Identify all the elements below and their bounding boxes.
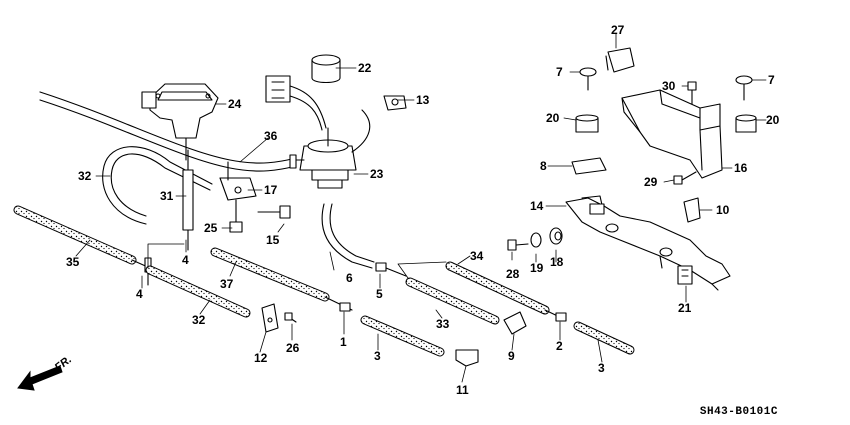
clip-10: [683, 197, 701, 223]
callout-11: 11: [456, 383, 469, 397]
grommet-18: [549, 227, 563, 245]
callout-4-upper: 4: [182, 253, 189, 267]
bracket-14: [565, 195, 731, 291]
bolt-25: [229, 199, 243, 233]
callout-21: 21: [678, 301, 692, 315]
callout-8: 8: [540, 159, 547, 173]
grommet-7-right: [735, 75, 753, 101]
mount-20-right: [735, 114, 757, 133]
bracket-16: [621, 89, 723, 179]
callout-3-middle: 3: [374, 349, 381, 363]
front-arrow-icon: [17, 365, 63, 391]
callout-19: 19: [530, 261, 544, 275]
callout-17: 17: [264, 183, 278, 197]
callout-36: 36: [264, 129, 278, 143]
tube-35: [13, 205, 137, 265]
clip-12: [261, 303, 279, 333]
callout-26: 26: [286, 341, 300, 355]
leader-lines: [75, 33, 767, 383]
washer-19: [530, 232, 542, 248]
callout-12: 12: [254, 351, 268, 365]
sensor-24: [141, 83, 219, 161]
callout-33: 33: [436, 317, 450, 331]
callout-31: 31: [160, 189, 174, 203]
clamp-11: [455, 349, 479, 367]
sensor-27: [605, 47, 635, 73]
tube-3-middle: [360, 315, 445, 357]
callout-32-upper: 32: [78, 169, 92, 183]
tube-3-right: [573, 321, 635, 355]
connector-31: [182, 149, 194, 251]
callout-34: 34: [470, 249, 484, 263]
block-21: [677, 265, 693, 285]
tube-33: [405, 277, 500, 325]
tube-34: [445, 261, 550, 315]
callout-7-right: 7: [768, 73, 775, 87]
callout-24: 24: [228, 97, 242, 111]
hose-32-upper: [102, 146, 213, 225]
tube-37: [210, 247, 330, 302]
callout-6: 6: [346, 271, 353, 285]
callout-1: 1: [340, 335, 347, 349]
callout-27: 27: [611, 23, 625, 37]
callout-14: 14: [530, 199, 544, 213]
callout-29: 29: [644, 175, 658, 189]
callout-20-right: 20: [766, 113, 780, 127]
cap-22: [311, 54, 341, 84]
callout-4-lower: 4: [136, 287, 143, 301]
connector-plug: [265, 75, 327, 131]
callout-9: 9: [508, 349, 515, 363]
callout-22: 22: [358, 61, 372, 75]
callout-3-right: 3: [598, 361, 605, 375]
callout-13: 13: [416, 93, 430, 107]
callout-35: 35: [66, 255, 80, 269]
callout-7-left: 7: [556, 65, 563, 79]
bolt-30: [687, 81, 697, 105]
callout-10: 10: [716, 203, 730, 217]
callout-5: 5: [376, 287, 383, 301]
connector-2: [544, 309, 567, 322]
connector-1: [324, 296, 353, 312]
callout-28: 28: [506, 267, 520, 281]
callout-32-lower: 32: [192, 313, 206, 327]
grommet-7-left: [579, 67, 597, 91]
callout-15: 15: [266, 233, 280, 247]
callout-30: 30: [662, 79, 676, 93]
callout-20-left: 20: [546, 111, 560, 125]
bolt-28: [507, 239, 529, 251]
plate-8: [571, 157, 607, 175]
bracket-17: [219, 161, 257, 201]
clip-13: [383, 95, 407, 111]
valve-23: [295, 109, 371, 189]
hose-6: [321, 203, 375, 269]
screw-26: [284, 312, 297, 323]
hose-36: [39, 91, 297, 172]
callout-16: 16: [734, 161, 748, 175]
clamp-9: [503, 311, 527, 335]
mount-20-left: [575, 114, 599, 133]
tube-32-lower: [145, 265, 251, 318]
callout-25: 25: [204, 221, 218, 235]
callout-23: 23: [370, 167, 384, 181]
diagram-code: SH43-B0101C: [699, 406, 778, 418]
connector-5: [375, 262, 407, 277]
callout-18: 18: [550, 255, 564, 269]
bolt-15: [257, 205, 291, 219]
bolt-29: [673, 171, 697, 185]
callout-37: 37: [220, 277, 234, 291]
callout-2: 2: [556, 339, 563, 353]
